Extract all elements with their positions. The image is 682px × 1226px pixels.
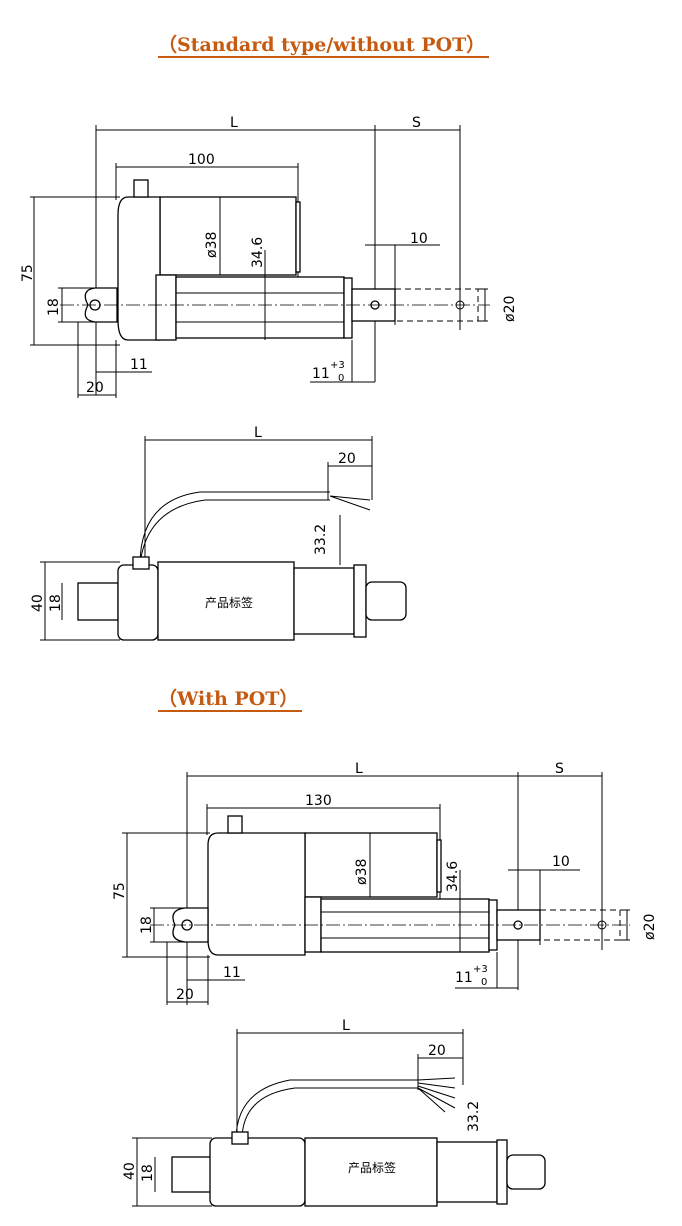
dim-rod-tol-minus: 0 bbox=[338, 373, 344, 384]
top-view-with-pot: L 20 33.2 产品标签 40 18 bbox=[122, 1018, 546, 1207]
product-label: 产品标签 bbox=[348, 1160, 396, 1175]
dim-motor-dia: ø38 bbox=[354, 859, 370, 885]
dim-cable-height: 33.2 bbox=[466, 1101, 482, 1132]
dim-tube-height: 34.6 bbox=[445, 861, 461, 892]
dim-height: 75 bbox=[20, 264, 36, 282]
dim-width: 40 bbox=[122, 1162, 138, 1180]
dim-width: 40 bbox=[30, 594, 46, 612]
dim-cable-height: 33.2 bbox=[313, 524, 329, 555]
dim-clevis-width: 18 bbox=[46, 298, 62, 316]
dim-L: L bbox=[254, 425, 262, 441]
dim-S: S bbox=[555, 761, 564, 777]
dim-rear-offset: 11 bbox=[130, 357, 148, 373]
dim-clevis-width: 18 bbox=[139, 916, 155, 934]
dim-L: L bbox=[342, 1018, 350, 1034]
dim-motor-length: 100 bbox=[188, 152, 215, 168]
dim-height: 75 bbox=[112, 882, 128, 900]
dim-clevis: 18 bbox=[48, 594, 64, 612]
dim-rod-hole: 10 bbox=[410, 231, 428, 247]
dim-rod-tol: 11 bbox=[455, 970, 473, 986]
top-view-standard: L 20 33.2 产品标签 40 18 bbox=[30, 425, 407, 641]
dim-rear-width: 20 bbox=[86, 380, 104, 396]
dim-rod-tol-minus: 0 bbox=[481, 977, 487, 988]
dim-rear-width: 20 bbox=[176, 987, 194, 1003]
dim-rear-offset: 11 bbox=[223, 965, 241, 981]
dim-rod-tol-plus: +3 bbox=[330, 360, 345, 371]
dim-rod-hole: 10 bbox=[552, 854, 570, 870]
dim-rod-tol-plus: +3 bbox=[473, 964, 488, 975]
dim-cable-strip: 20 bbox=[428, 1043, 446, 1059]
section-title-with-pot: （With POT） bbox=[158, 688, 303, 712]
section-title-standard: （Standard type/without POT） bbox=[158, 34, 490, 58]
side-view-with-pot: L S 130 75 18 ø38 34.6 10 bbox=[112, 761, 658, 1005]
dim-L: L bbox=[355, 761, 363, 777]
dim-rod-dia: ø20 bbox=[502, 296, 518, 322]
dim-L: L bbox=[230, 115, 238, 131]
dim-cable-strip: 20 bbox=[338, 451, 356, 467]
dim-S: S bbox=[412, 115, 421, 131]
dim-clevis: 18 bbox=[140, 1164, 156, 1182]
dim-motor-dia: ø38 bbox=[204, 232, 220, 258]
dim-motor-length: 130 bbox=[305, 793, 332, 809]
dim-tube-height: 34.6 bbox=[250, 237, 266, 268]
product-label: 产品标签 bbox=[205, 595, 253, 610]
side-view-standard: L S 100 75 18 ø38 34.6 bbox=[20, 115, 518, 398]
dim-rod-tol: 11 bbox=[312, 366, 330, 382]
dim-rod-dia: ø20 bbox=[642, 914, 658, 940]
